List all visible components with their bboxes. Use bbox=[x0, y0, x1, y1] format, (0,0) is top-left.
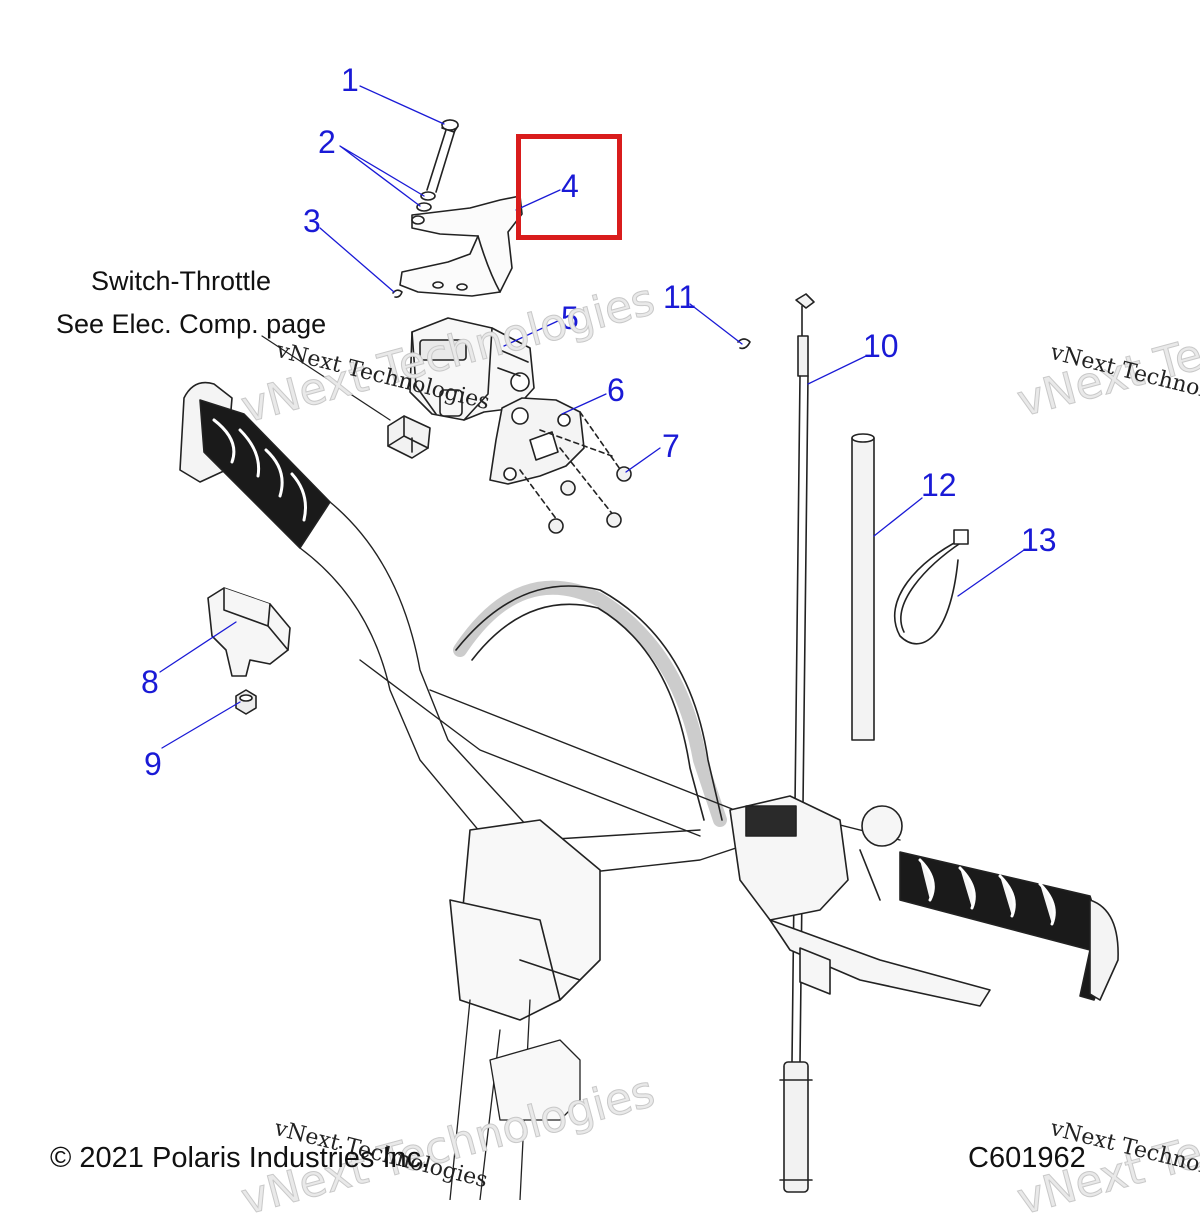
callout-2: 2 bbox=[318, 124, 336, 160]
callout-12: 12 bbox=[921, 467, 957, 503]
copyright-text: © 2021 Polaris Industries Inc. bbox=[50, 1142, 430, 1174]
callout-9: 9 bbox=[144, 746, 162, 782]
steering-column bbox=[449, 999, 581, 1200]
part-8-clamp bbox=[207, 587, 291, 677]
part-3-clip bbox=[392, 289, 403, 298]
note-switch-throttle: Switch-Throttle bbox=[91, 266, 272, 296]
left-grip bbox=[179, 381, 331, 549]
callout-10: 10 bbox=[863, 328, 899, 364]
part-12-sleeve bbox=[851, 433, 875, 741]
left-controls bbox=[449, 819, 601, 1021]
highlight-box bbox=[516, 134, 622, 240]
part-4-bracket bbox=[399, 195, 523, 297]
part-5-throttle-housing bbox=[409, 317, 535, 421]
callout-11: 11 bbox=[663, 279, 697, 315]
callout-13: 13 bbox=[1021, 522, 1057, 558]
part-6-plate bbox=[489, 397, 585, 485]
right-controls bbox=[729, 795, 1119, 1007]
cable-loop bbox=[453, 580, 727, 827]
part-10-cable bbox=[779, 293, 815, 1193]
callout-7: 7 bbox=[662, 428, 680, 464]
callout-6: 6 bbox=[607, 372, 625, 408]
part-13-cable-tie bbox=[893, 529, 969, 645]
handlebar bbox=[299, 501, 901, 881]
callout-4: 4 bbox=[561, 168, 579, 204]
part-9-nut bbox=[235, 689, 257, 715]
drawing-number: C601962 bbox=[968, 1142, 1086, 1174]
part-11-clip bbox=[737, 338, 751, 350]
callout-1: 1 bbox=[341, 62, 359, 98]
callout-3: 3 bbox=[303, 203, 321, 239]
callout-8: 8 bbox=[141, 664, 159, 700]
parts-diagram bbox=[159, 85, 1119, 1200]
switch-connector bbox=[387, 415, 431, 459]
callout-5: 5 bbox=[561, 300, 579, 336]
note-see-elec-comp: See Elec. Comp. page bbox=[56, 309, 327, 339]
part-2-washers bbox=[416, 191, 436, 212]
leader-lines bbox=[159, 85, 1025, 749]
part-1-pin bbox=[426, 119, 459, 193]
